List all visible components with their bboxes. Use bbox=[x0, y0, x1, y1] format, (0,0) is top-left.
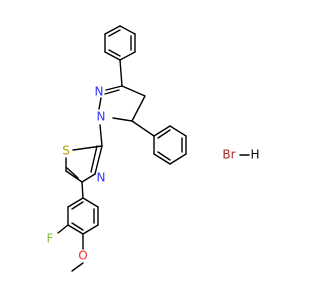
bromine-label: Br bbox=[222, 148, 235, 162]
right-phenyl-ring bbox=[131, 120, 187, 165]
chemical-structure-canvas: N N S N F O Br H bbox=[46, 25, 260, 272]
thiazole-ring bbox=[65, 124, 103, 183]
pyrazoline-n2-label: N bbox=[95, 85, 104, 99]
top-phenyl-ring bbox=[104, 25, 136, 61]
thiazole-n-label: N bbox=[97, 171, 106, 185]
hydrobromide-salt: Br H bbox=[222, 148, 259, 162]
fluorine-label: F bbox=[47, 232, 54, 246]
hydrogen-label: H bbox=[250, 148, 259, 162]
pyrazoline-n1-label: N bbox=[97, 110, 106, 124]
fluoromethoxyphenyl-ring bbox=[57, 181, 99, 272]
oxygen-label: O bbox=[78, 249, 87, 263]
pyrazoline-ring bbox=[98, 59, 146, 122]
thiazole-s-label: S bbox=[62, 144, 70, 158]
molecule-diagram: N N S N F O Br H bbox=[47, 25, 260, 272]
